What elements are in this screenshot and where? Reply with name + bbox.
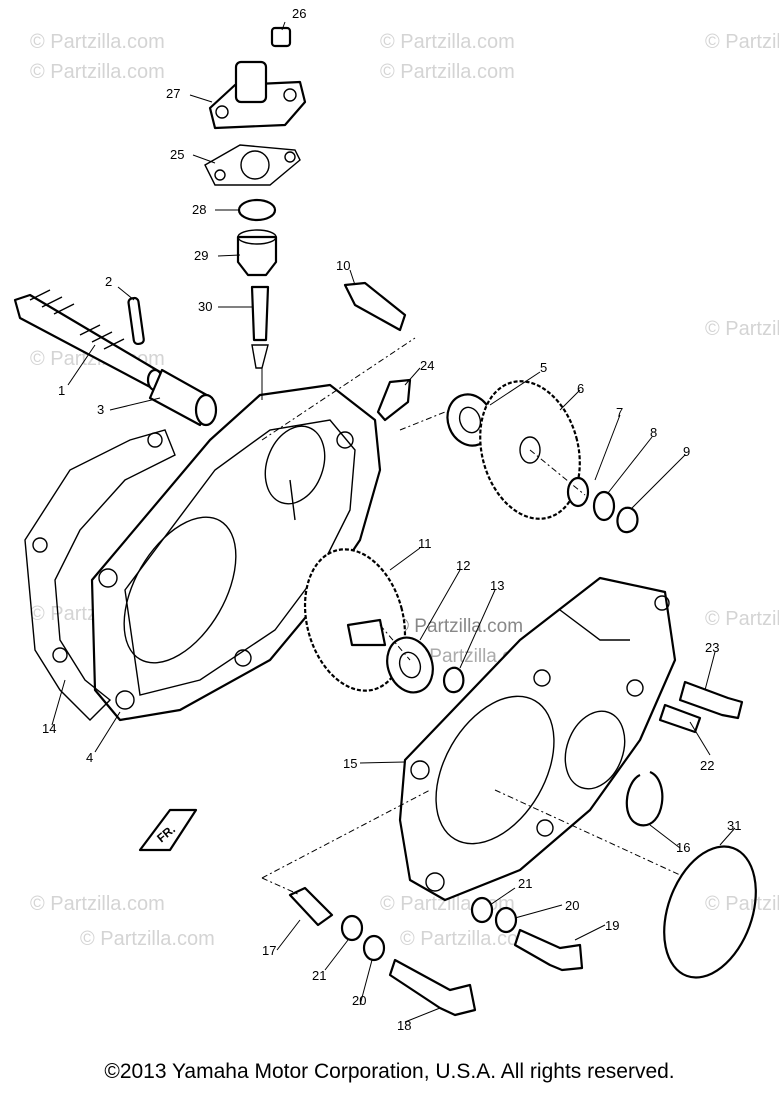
- lower-hardware: [288, 886, 584, 1017]
- callout-9: 9: [683, 444, 690, 459]
- front-arrow: FR.: [138, 808, 198, 852]
- watermark: © Partzilla.com: [400, 928, 535, 950]
- callout-26: 26: [292, 6, 306, 21]
- callout-11: 11: [418, 536, 432, 551]
- bolt-22: [658, 703, 702, 734]
- callout-31: 31: [727, 818, 741, 833]
- pin: [127, 296, 145, 346]
- callout-17: 17: [262, 943, 276, 958]
- callout-24: 24: [420, 358, 434, 373]
- callout-25: 25: [170, 147, 184, 162]
- callout-18: 18: [397, 1018, 411, 1033]
- callout-16: 16: [676, 840, 690, 855]
- callout-10: 10: [336, 258, 350, 273]
- watermark: © Partzilla.com: [380, 61, 515, 83]
- callout-19: 19: [605, 918, 619, 933]
- callout-7: 7: [616, 405, 623, 420]
- washers-upper: [566, 476, 639, 534]
- bushing: [148, 368, 218, 427]
- watermark: © Partzilla.com: [705, 608, 779, 630]
- bolt-23: [678, 680, 744, 720]
- watermark: © Partzilla.com: [705, 31, 779, 53]
- callout-30: 30: [198, 299, 212, 314]
- callout-27: 27: [166, 86, 180, 101]
- bolt-24: [376, 378, 412, 422]
- bearing-12: [386, 636, 434, 694]
- callouts: 26 27 25 28 29 30 2 10 1 3 24 5 6 7 8 9 …: [42, 6, 741, 1033]
- top-assembly: [204, 26, 307, 400]
- lower-cover: [398, 576, 677, 902]
- callout-28: 28: [192, 202, 206, 217]
- callout-6: 6: [577, 381, 584, 396]
- callout-29: 29: [194, 248, 208, 263]
- callout-22: 22: [700, 758, 714, 773]
- o-ring-31: [663, 845, 757, 979]
- bolt-10: [343, 281, 407, 332]
- callout-21b: 21: [518, 876, 532, 891]
- callout-8: 8: [650, 425, 657, 440]
- watermark: © Partzilla.com: [30, 61, 165, 83]
- watermark: © Partzilla.com: [395, 616, 523, 637]
- callout-12: 12: [456, 558, 470, 573]
- callout-5: 5: [540, 360, 547, 375]
- callout-13: 13: [490, 578, 504, 593]
- callout-4: 4: [86, 750, 93, 765]
- gasket: [24, 429, 176, 721]
- circlip-13: [443, 666, 465, 694]
- callout-14: 14: [42, 721, 56, 736]
- callout-21: 21: [312, 968, 326, 983]
- watermark: © Partzilla.com: [30, 893, 165, 915]
- leader-lines: [51, 21, 736, 1023]
- gear-11: [303, 548, 407, 692]
- callout-15: 15: [343, 756, 357, 771]
- watermark: © Partzilla.com: [80, 928, 215, 950]
- watermark: © Partzilla.com: [705, 318, 779, 340]
- watermark: © Partzilla.com: [705, 893, 779, 915]
- upper-housing: [90, 383, 382, 722]
- callout-1: 1: [58, 383, 65, 398]
- alignment-lines: [261, 337, 681, 896]
- copyright-notice: ©2013 Yamaha Motor Corporation, U.S.A. A…: [104, 1060, 675, 1083]
- callout-20: 20: [352, 993, 366, 1008]
- callout-3: 3: [97, 402, 104, 417]
- watermark: © Partzilla.com: [30, 31, 165, 53]
- circlip-16: [625, 770, 664, 827]
- callout-20b: 20: [565, 898, 579, 913]
- callout-2: 2: [105, 274, 112, 289]
- watermark: © Partzilla.com: [380, 31, 515, 53]
- callout-23: 23: [705, 640, 719, 655]
